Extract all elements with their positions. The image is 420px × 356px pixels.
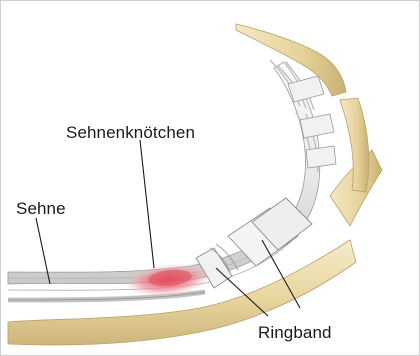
label-nodule: Sehnenknötchen (66, 123, 195, 142)
label-tendon: Sehne (16, 199, 66, 218)
label-pulley: Ringband (258, 323, 332, 342)
